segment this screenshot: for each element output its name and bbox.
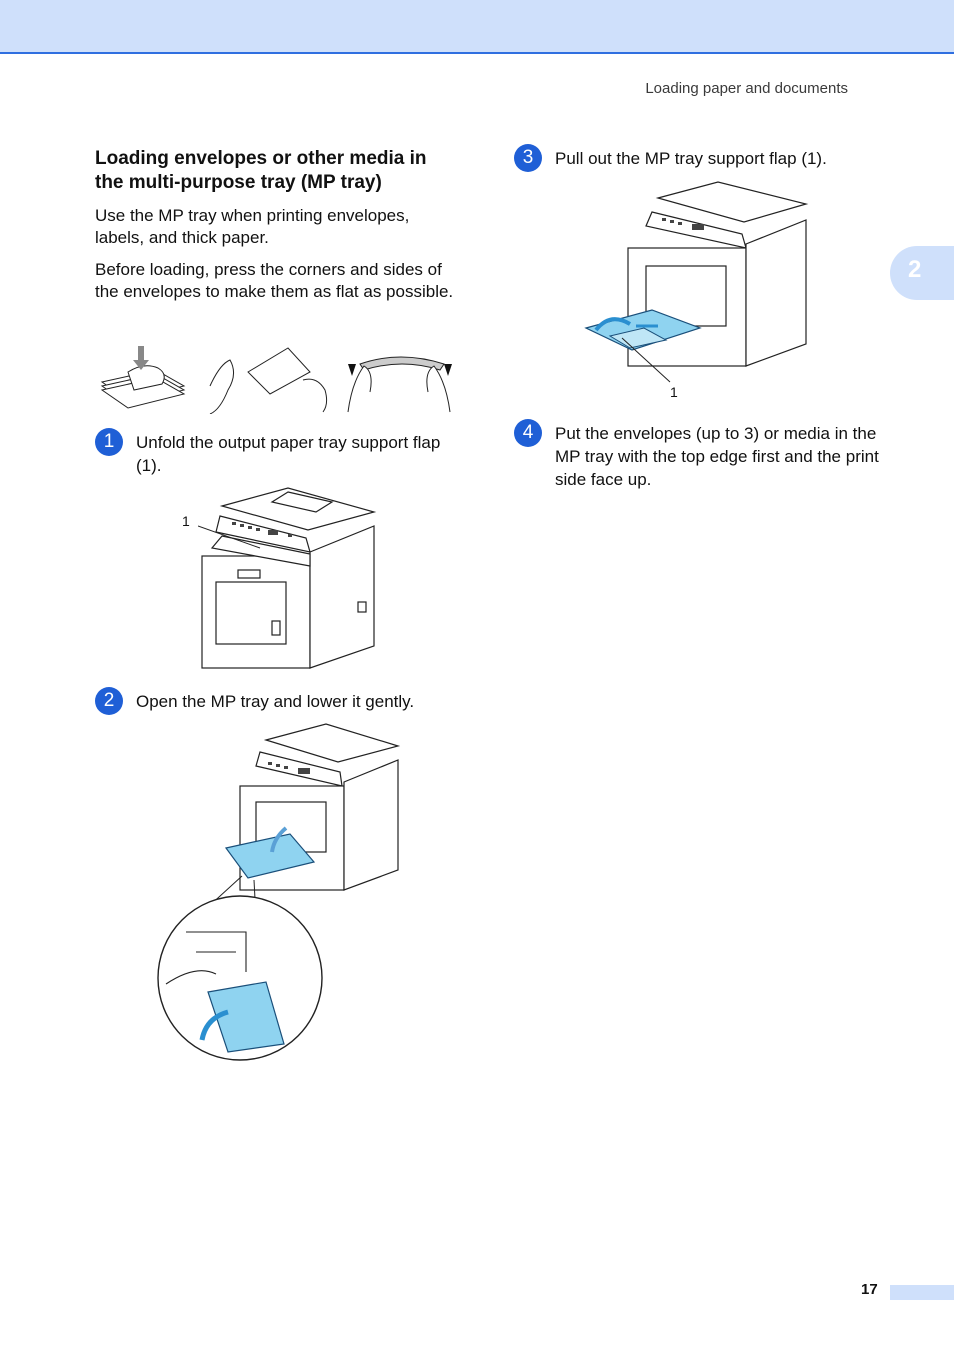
arrow-icon [199,1009,229,1041]
step-3-badge: 3 [514,144,542,172]
step-1-callout: 1 [182,513,190,529]
arrow-icon [348,364,356,376]
header-band [0,0,954,54]
flatten-paragraph: Before loading, press the corners and si… [95,260,454,301]
chapter-tab: 2 [890,246,954,300]
intro-paragraph: Use the MP tray when printing envelopes,… [95,206,410,247]
printer-illustration-step-3 [584,181,809,383]
page-footer-bar [890,1285,954,1300]
section-title: Loading envelopes or other media in the … [95,148,427,193]
step-3-callout: 1 [670,384,678,400]
arrow-icon [594,317,632,332]
chapter-number: 2 [908,256,922,283]
step-1-badge: 1 [95,428,123,456]
step-2-text: Open the MP tray and lower it gently. [136,692,415,711]
detail-zoom-circle [157,895,323,1061]
printer-illustration-step-1 [198,487,377,669]
page-number: 17 [861,1281,878,1298]
step-1-text: Unfold the output paper tray support fla… [136,433,441,475]
section-heading-block: Loading envelopes or other media in the … [95,147,460,195]
envelope-illustration [100,346,452,414]
printer-illustration-step-2 [157,723,401,1061]
arrow-icon [444,364,452,376]
running-head: Loading paper and documents [645,80,848,97]
arrow-icon [270,826,288,853]
mp-tray-shape [224,833,316,879]
step-4-text: Put the envelopes (up to 3) or media in … [555,424,879,489]
step-2-badge: 2 [95,687,123,715]
step-4-badge: 4 [514,419,542,447]
arrow-icon [133,346,149,370]
step-3-text: Pull out the MP tray support flap (1). [555,149,827,168]
